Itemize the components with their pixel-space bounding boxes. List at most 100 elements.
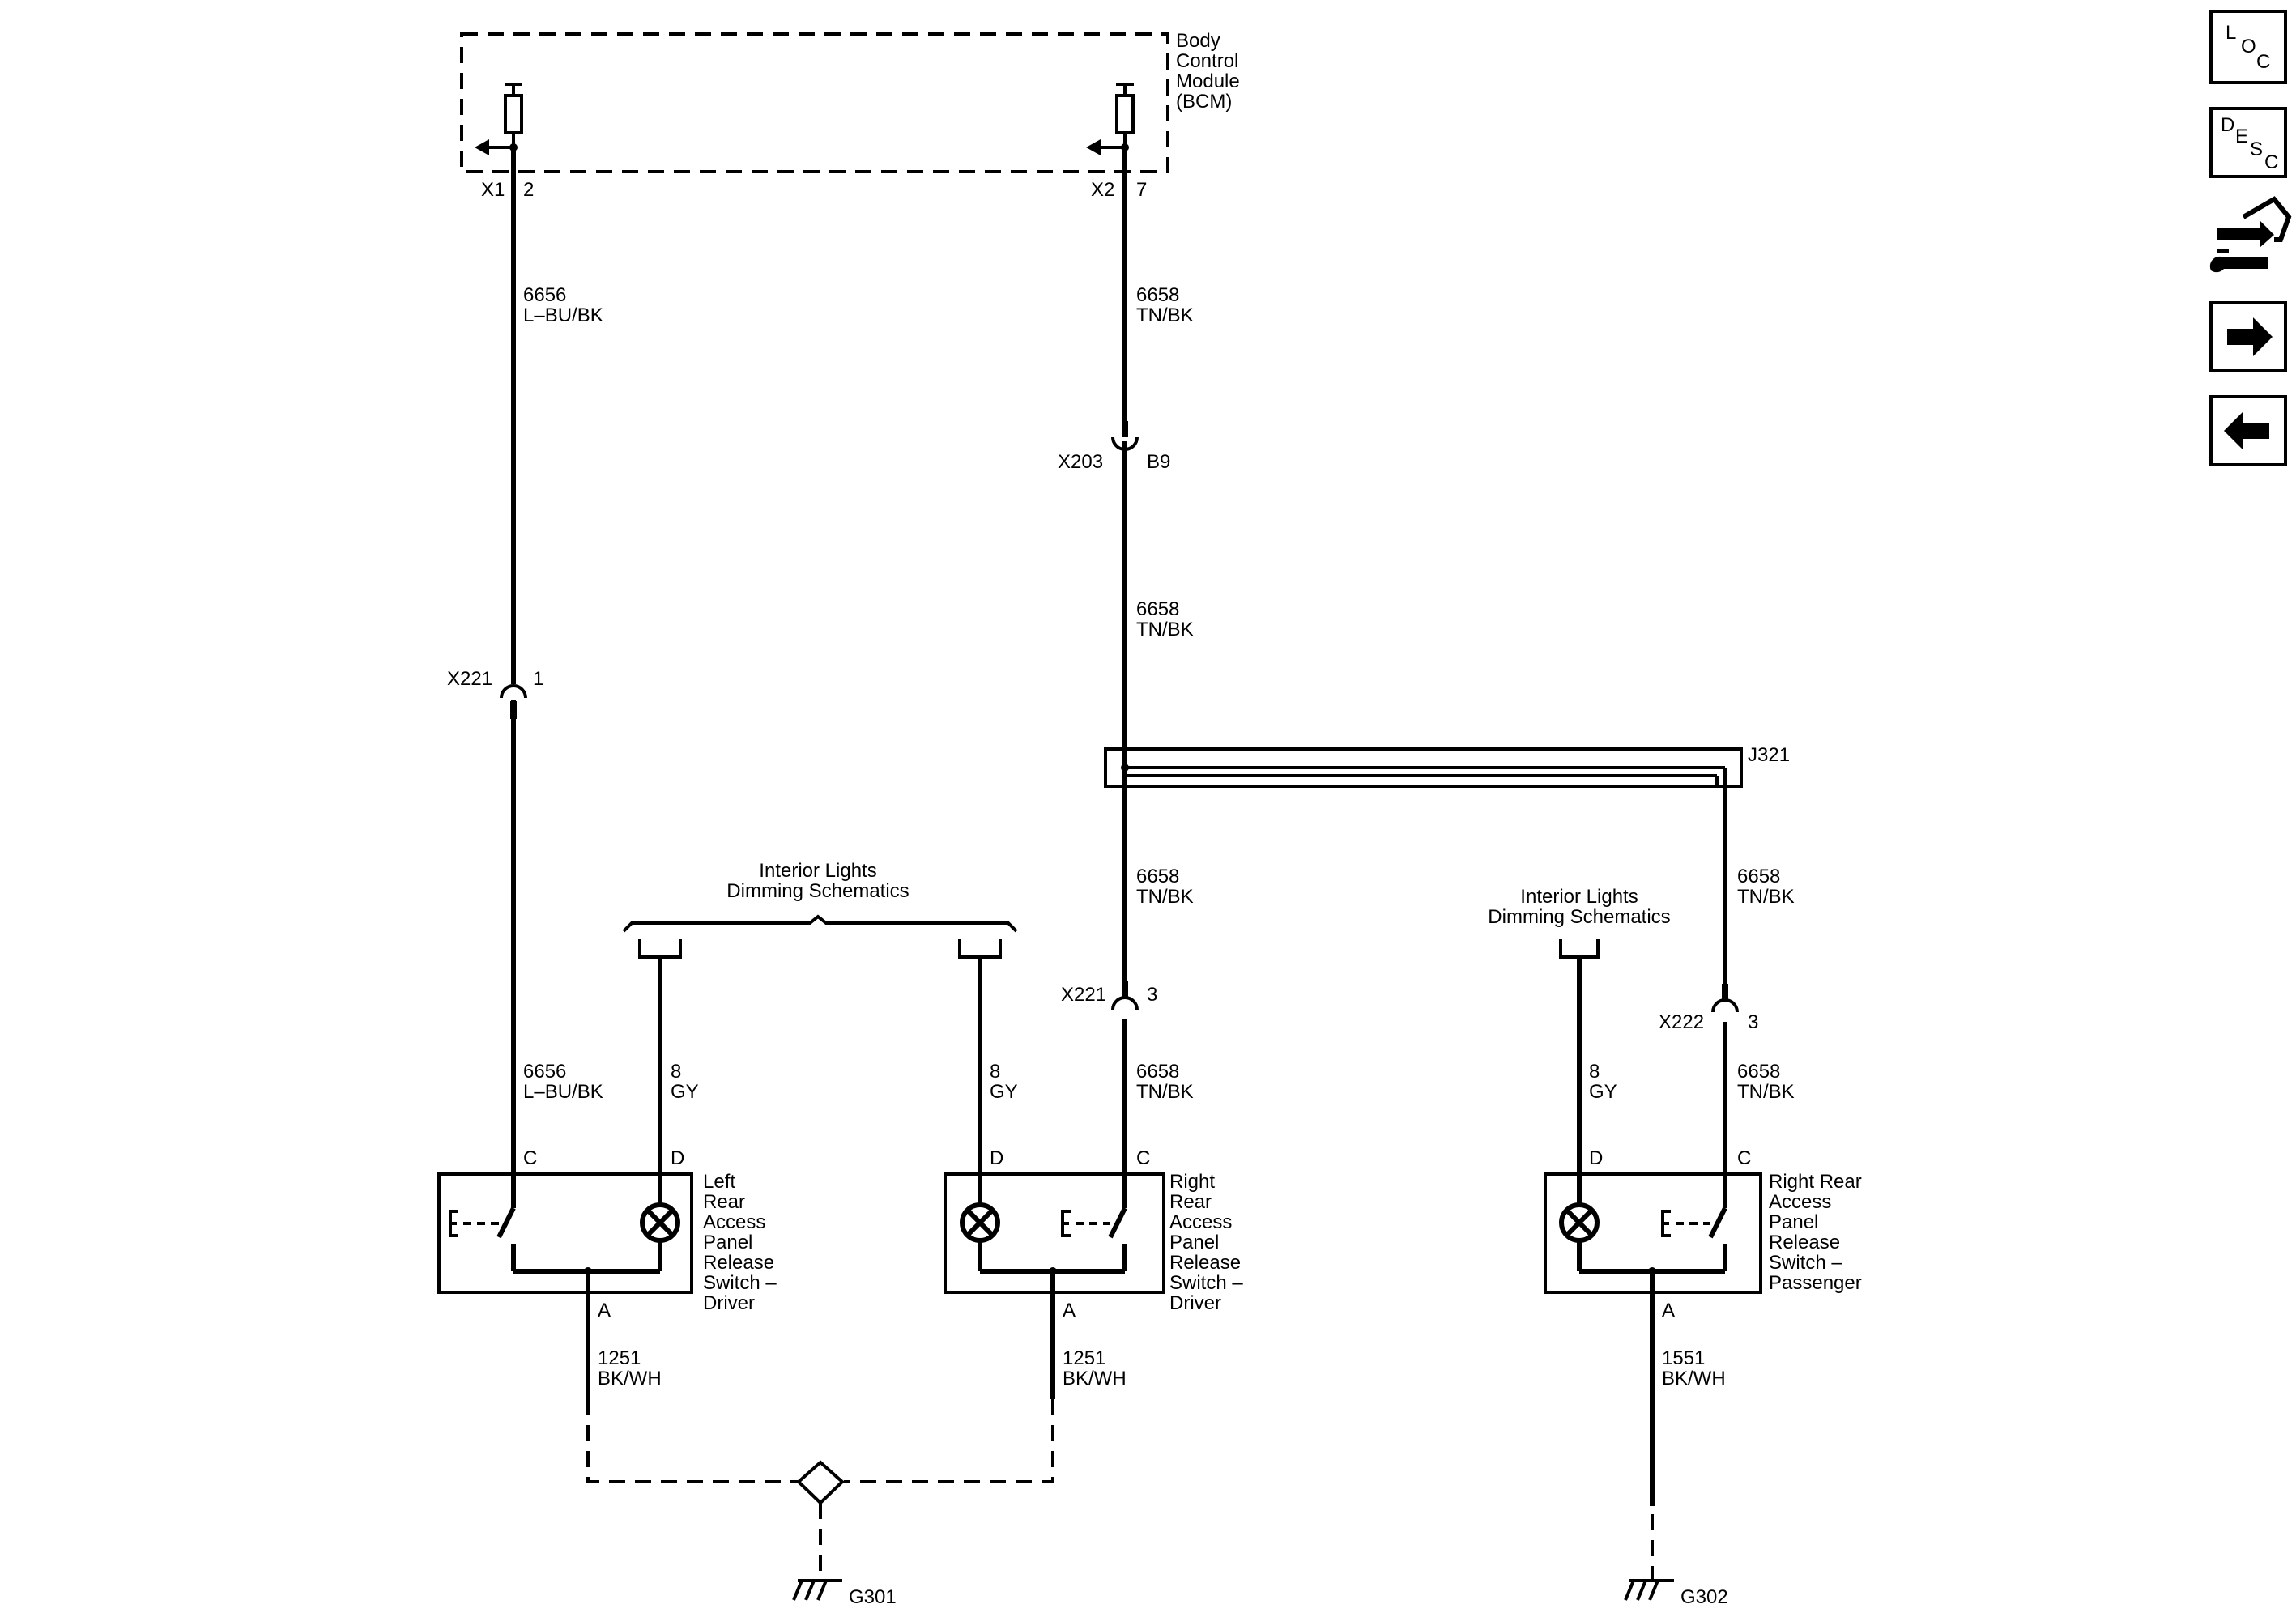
desc-letter-d: D (2221, 114, 2234, 136)
connector-x221-right (1111, 981, 1139, 1011)
switch-passenger-pin-d: D (1589, 1147, 1603, 1169)
connector-x221-right-name: X221 (1061, 984, 1106, 1006)
switch-passenger-pin-c: C (1737, 1147, 1751, 1169)
bcm-right-connector: X2 (1091, 179, 1114, 201)
loc-button[interactable]: L O C (2209, 10, 2287, 84)
connector-x221-left-pin: 1 (533, 668, 543, 690)
circuit-right-mid-number: 6658 (1136, 598, 1179, 620)
switch-left-pin-a: A (598, 1300, 611, 1321)
bcm-input-left (475, 83, 523, 155)
next-button[interactable] (2209, 301, 2287, 372)
ground-g302 (1624, 1514, 1674, 1601)
switch-left-label-2: Rear (703, 1191, 745, 1213)
circuit-gnd-center-color: BK/WH (1063, 1368, 1127, 1389)
circuit-right-below-splice-color: TN/BK (1136, 886, 1194, 908)
switch-right-label-6: Switch – (1169, 1272, 1243, 1294)
connector-x203 (1111, 421, 1139, 451)
ground-g301-icon (792, 1579, 842, 1601)
circuit-right-mid-color: TN/BK (1136, 619, 1194, 640)
dimming-bracket-left (622, 914, 1018, 959)
switch-left-label-4: Panel (703, 1232, 752, 1253)
loc-letter-l: L (2226, 22, 2236, 44)
switch-right-label-4: Panel (1169, 1232, 1219, 1253)
switch-right-rear-driver (944, 1172, 1165, 1294)
switch-right-label-5: Release (1169, 1252, 1241, 1274)
switch-passenger-label-6: Passenger (1769, 1272, 1862, 1294)
circuit-left-bottom-number: 6656 (523, 1061, 566, 1083)
bcm-label-line-2: Control (1176, 50, 1238, 72)
switch-passenger-label-5: Switch – (1769, 1252, 1842, 1274)
circuit-dim-passenger-number: 8 (1589, 1061, 1600, 1083)
circuit-dim-passenger-color: GY (1589, 1081, 1617, 1103)
switch-left-pin-d: D (671, 1147, 684, 1169)
circuit-gnd-left-number: 1251 (598, 1347, 641, 1369)
previous-button[interactable] (2209, 395, 2287, 466)
connector-x221-left-name: X221 (447, 668, 492, 690)
bcm-right-pin: 7 (1136, 179, 1147, 201)
switch-passenger-pin-a: A (1662, 1300, 1675, 1321)
ground-g302-label: G302 (1680, 1586, 1728, 1608)
desc-letter-c: C (2264, 151, 2278, 173)
circuit-passenger-top-color: TN/BK (1737, 886, 1795, 908)
circuit-right-bottom-color: TN/BK (1136, 1081, 1194, 1103)
arrow-left-icon (2224, 411, 2269, 450)
arrow-right-icon (2227, 317, 2273, 356)
circuit-gnd-center-number: 1251 (1063, 1347, 1105, 1369)
loc-letter-c: C (2256, 51, 2270, 73)
loc-letter-o: O (2241, 36, 2256, 57)
switch-left-label-1: Left (703, 1171, 735, 1193)
bcm-left-connector: X1 (481, 179, 505, 201)
connector-x222 (1711, 984, 1739, 1013)
switch-right-label-7: Driver (1169, 1292, 1221, 1314)
bcm-input-right (1086, 83, 1135, 155)
circuit-right-bottom-number: 6658 (1136, 1061, 1179, 1083)
switch-passenger-label-2: Access (1769, 1191, 1831, 1213)
connector-wrench-button[interactable] (2209, 196, 2292, 273)
desc-button[interactable]: D E S C (2209, 107, 2287, 178)
dimming-left-line-2: Dimming Schematics (726, 880, 909, 902)
connector-x203-pin: B9 (1147, 451, 1170, 473)
circuit-passenger-bottom-number: 6658 (1737, 1061, 1780, 1083)
switch-right-pin-a: A (1063, 1300, 1076, 1321)
circuit-passenger-bottom-color: TN/BK (1737, 1081, 1795, 1103)
dimming-bracket-right (1559, 939, 1600, 959)
circuit-left-top-color: L–BU/BK (523, 304, 603, 326)
ground-g301-label: G301 (849, 1586, 897, 1608)
connector-x222-pin: 3 (1748, 1011, 1758, 1033)
connector-x203-name: X203 (1058, 451, 1103, 473)
switch-passenger-label-1: Right Rear (1769, 1171, 1862, 1193)
circuit-gnd-passenger-number: 1551 (1662, 1347, 1705, 1369)
switch-right-label-2: Rear (1169, 1191, 1212, 1213)
splice-j321-name: J321 (1748, 744, 1790, 766)
connector-x221-right-pin: 3 (1147, 984, 1157, 1006)
circuit-dim-center-number: 8 (990, 1061, 1000, 1083)
switch-left-label-5: Release (703, 1252, 774, 1274)
circuit-left-bottom-color: L–BU/BK (523, 1081, 603, 1103)
switch-left-pin-c: C (523, 1147, 537, 1169)
connector-wrench-icon (2209, 196, 2292, 273)
splice-j321 (1104, 747, 1743, 984)
circuit-passenger-top-number: 6658 (1737, 866, 1780, 887)
bcm-boundary (460, 32, 1169, 173)
ground-g302-icon (1624, 1579, 1674, 1601)
connector-x222-name: X222 (1659, 1011, 1704, 1033)
ground-bus-g301 (586, 1399, 1054, 1601)
circuit-left-top-number: 6656 (523, 284, 566, 306)
circuit-dim-center-color: GY (990, 1081, 1018, 1103)
dimming-left-line-1: Interior Lights (759, 860, 876, 882)
bcm-label-line-1: Body (1176, 30, 1220, 52)
circuit-gnd-left-color: BK/WH (598, 1368, 662, 1389)
switch-right-rear-passenger (1544, 1172, 1762, 1294)
switch-left-label-6: Switch – (703, 1272, 777, 1294)
switch-left-label-3: Access (703, 1211, 765, 1233)
bcm-label-line-3: Module (1176, 70, 1240, 92)
circuit-right-top-color: TN/BK (1136, 304, 1194, 326)
circuit-dim-left-number: 8 (671, 1061, 681, 1083)
dimming-right-line-2: Dimming Schematics (1488, 906, 1670, 928)
switch-right-label-3: Access (1169, 1211, 1232, 1233)
bcm-module: Body Control Module (BCM) X1 2 X2 7 (460, 30, 1240, 201)
bcm-left-pin: 2 (523, 179, 534, 201)
switch-right-pin-d: D (990, 1147, 1003, 1169)
connector-x221-left (500, 684, 527, 719)
